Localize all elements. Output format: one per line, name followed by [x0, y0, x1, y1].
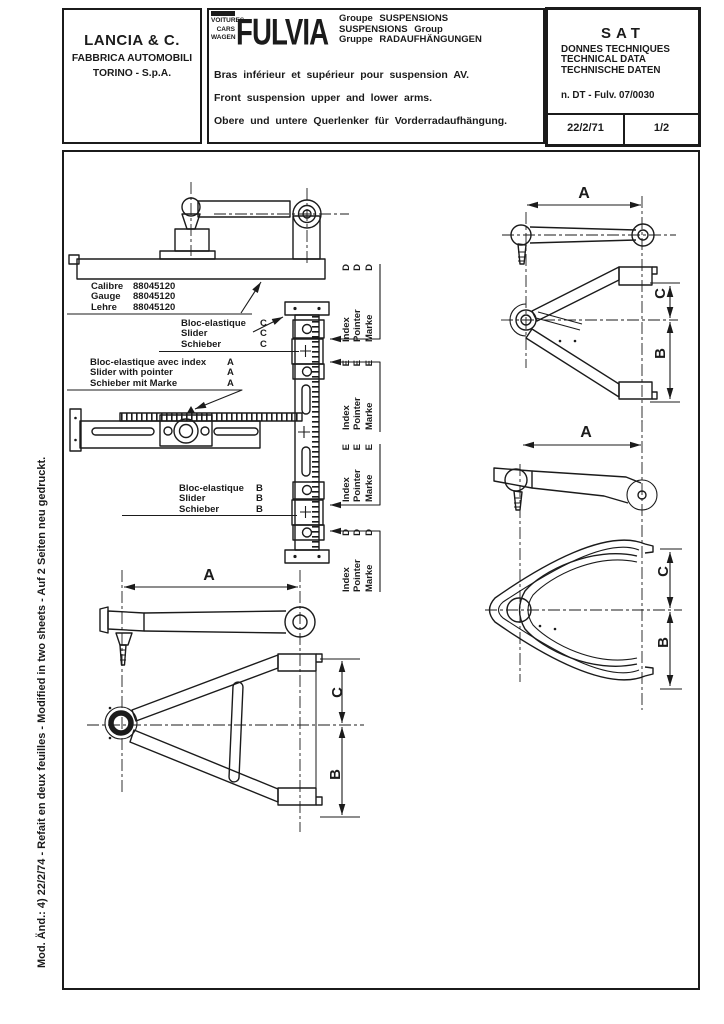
sheet-number: 1/2	[623, 115, 698, 144]
fulvia-logo: FULVIA	[236, 12, 329, 54]
logo-language-words: VOITURES CARS WAGEN	[211, 11, 245, 43]
group-title-de: Gruppe RADAUFHÄNGUNGEN	[339, 34, 482, 46]
logo-word-wagen: WAGEN	[211, 34, 236, 42]
dim-b-bottom-right: B	[655, 637, 672, 648]
dim-c-bottom-right: C	[655, 566, 672, 577]
dim-c-top-right: C	[652, 288, 669, 299]
sat-box: SAT DONNES TECHNIQUES TECHNICAL DATA TEC…	[545, 7, 701, 147]
sat-title: SAT	[601, 25, 645, 42]
sat-subtitles: DONNES TECHNIQUES TECHNICAL DATA TECHNIS…	[561, 44, 670, 76]
company-line3: TORINO - S.p.A.	[92, 68, 172, 79]
lower-arm-left-drawing	[87, 570, 364, 832]
annotation-leader-lines	[67, 264, 381, 592]
title-box: VOITURES CARS WAGEN FULVIA Groupe SUSPEN…	[207, 8, 545, 144]
company-line2: FABBRICA AUTOMOBILI	[71, 53, 193, 64]
dim-a-lower-left: A	[203, 567, 215, 584]
subject-en: Front suspension upper and lower arms.	[214, 92, 433, 104]
group-titles: Groupe SUSPENSIONS SUSPENSIONS Group Gru…	[339, 13, 482, 46]
subject-de: Obere und untere Querlenker für Vorderra…	[214, 115, 508, 127]
lower-arm-right-drawing	[485, 420, 682, 710]
gauge-assembly-drawing	[68, 182, 349, 280]
issue-date: 22/2/71	[567, 122, 604, 134]
date-sheet-row: 22/2/71 1/2	[548, 113, 698, 144]
document-number: n. DT - Fulv. 07/0030	[561, 89, 655, 101]
horizontal-slider-gauge-drawing	[69, 406, 303, 452]
logo-word-cars: CARS	[216, 25, 235, 33]
company-name: LANCIA & C.	[84, 32, 180, 49]
dim-c-lower-left: C	[329, 687, 346, 698]
group-title-fr: Groupe SUSPENSIONS	[339, 13, 449, 24]
dim-b-top-right: B	[652, 348, 669, 359]
company-box: LANCIA & C. FABBRICA AUTOMOBILI TORINO -…	[62, 8, 202, 144]
vertical-gauge-bar-drawing	[284, 301, 330, 564]
subject-lines: Bras inférieur et supérieur pour suspens…	[214, 69, 507, 138]
logo-word-voitures: VOITURES	[211, 17, 245, 24]
group-title-en: SUSPENSIONS Group	[339, 23, 443, 35]
revision-note: Mod. Änd.: 4) 22/2/74 - Refait en deux f…	[36, 456, 48, 968]
dim-a-top-right: A	[578, 185, 590, 202]
technical-drawing	[67, 182, 682, 832]
dim-a-bottom-right: A	[580, 424, 592, 441]
upper-arm-right-drawing	[501, 196, 680, 422]
dim-b-lower-left: B	[327, 769, 344, 780]
subject-fr: Bras inférieur et supérieur pour suspens…	[214, 69, 470, 81]
